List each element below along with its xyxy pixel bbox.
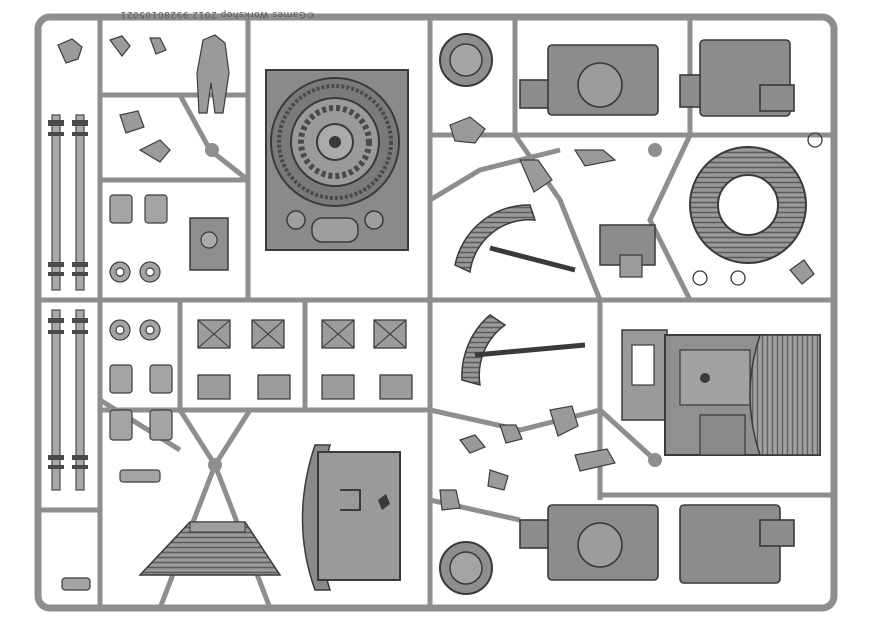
machinery-part [599,224,656,278]
vent-panel-part [138,521,282,576]
sprue-outer-frame [34,13,838,612]
hatch-gear-part [265,69,409,251]
turret-ring-part [689,146,807,264]
hull-panel-part [621,329,821,456]
curved-armour-part [301,444,401,591]
disc-parts [439,33,493,595]
sprue-runners [38,17,834,609]
control-box-part [189,217,229,271]
small-block-parts [61,194,173,591]
sprue-hubs [205,143,662,472]
sprue-copyright-text: ©Games Workshop 2012 99280105021 [120,9,316,19]
curved-rail-parts [454,204,586,387]
rod-parts [48,114,88,491]
armour-panel-parts [197,319,413,400]
engine-block-parts [519,39,795,584]
small-figure-parts [57,34,815,511]
small-wheel-parts [692,132,823,286]
